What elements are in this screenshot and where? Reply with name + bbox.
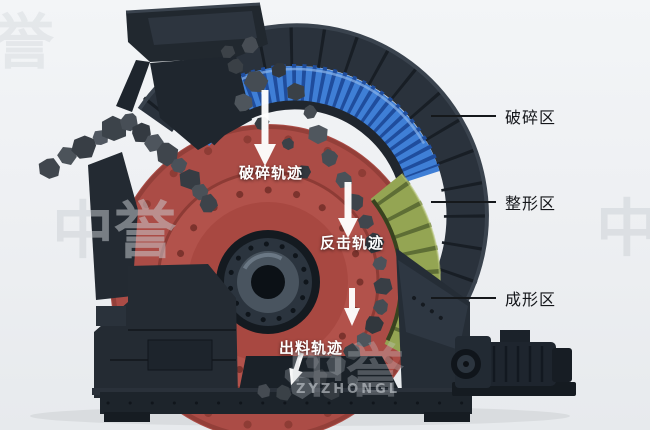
left-frame: [88, 152, 238, 398]
flow-arrows: [254, 90, 360, 386]
zone-callout-shaping: 整形区: [431, 192, 557, 213]
zone-callout-forming: 成形区: [431, 288, 557, 309]
feed-hopper: [116, 2, 268, 112]
zone-label-shaping: 整形区: [505, 194, 557, 213]
down-arrow-icon: [289, 352, 304, 386]
rotor-hub: [216, 230, 320, 334]
down-arrow-icon: [338, 182, 358, 238]
label-discharge-trajectory: 出料轨迹: [279, 339, 344, 357]
pointer-line: [431, 297, 496, 299]
right-support: [396, 248, 470, 394]
feed-chute: [150, 56, 252, 150]
down-arrow-icon: [344, 288, 360, 326]
zone-callout-crushing: 破碎区: [431, 106, 557, 127]
down-arrow-icon: [254, 90, 276, 166]
zone-label-crushing: 破碎区: [505, 108, 557, 127]
zone-label-forming: 成形区: [505, 290, 557, 309]
motor-assembly: [451, 330, 576, 396]
label-rebound-trajectory: 反击轨迹: [320, 234, 385, 252]
pointer-line: [431, 115, 496, 117]
label-crushing-trajectory: 破碎轨迹: [239, 164, 304, 182]
pointer-line: [431, 201, 496, 203]
